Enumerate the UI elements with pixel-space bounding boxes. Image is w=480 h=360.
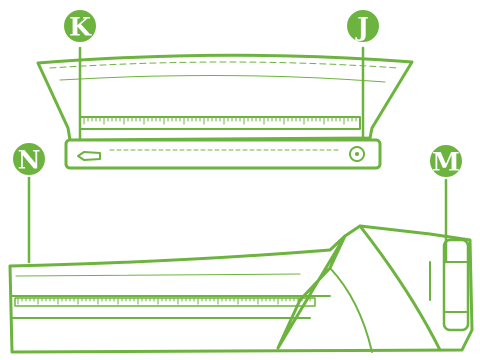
- callout-m-label: M: [432, 148, 460, 177]
- callout-k-circle: [62, 8, 98, 44]
- bottom-case-flap-edge: [358, 224, 442, 352]
- bottom-ruler: [14, 297, 316, 307]
- callout-j-label: J: [355, 13, 369, 42]
- callout-k-label: K: [69, 13, 92, 42]
- bottom-case-flap-fold: [329, 267, 373, 353]
- knob-icon: [349, 146, 365, 162]
- callout-j: J: [345, 8, 381, 44]
- top-tray-fold: [59, 74, 386, 83]
- callout-m-circle: [428, 143, 464, 179]
- top-tray-stitching: [49, 61, 399, 69]
- bottom-ruler-ticks: [17, 297, 311, 305]
- bottom-case-strap: [442, 238, 470, 332]
- callout-j-circle: [345, 8, 381, 44]
- top-tray-cover: [36, 53, 414, 142]
- knob-center: [355, 152, 359, 156]
- callout-n: N: [11, 141, 47, 177]
- pen-slot-icon: [77, 151, 101, 161]
- top-tray: [36, 53, 414, 170]
- top-ruler-ticks: [83, 116, 357, 125]
- callout-m: M: [428, 143, 464, 179]
- bottom-case-body: [8, 224, 474, 354]
- bottom-case-rail-upper: [15, 273, 301, 277]
- bottom-case: [8, 224, 474, 354]
- bottom-case-flap: [276, 234, 347, 350]
- callout-n-label: N: [18, 146, 41, 175]
- callout-n-circle: [11, 141, 47, 177]
- callout-k: K: [62, 8, 98, 44]
- top-base-bar: [64, 138, 382, 170]
